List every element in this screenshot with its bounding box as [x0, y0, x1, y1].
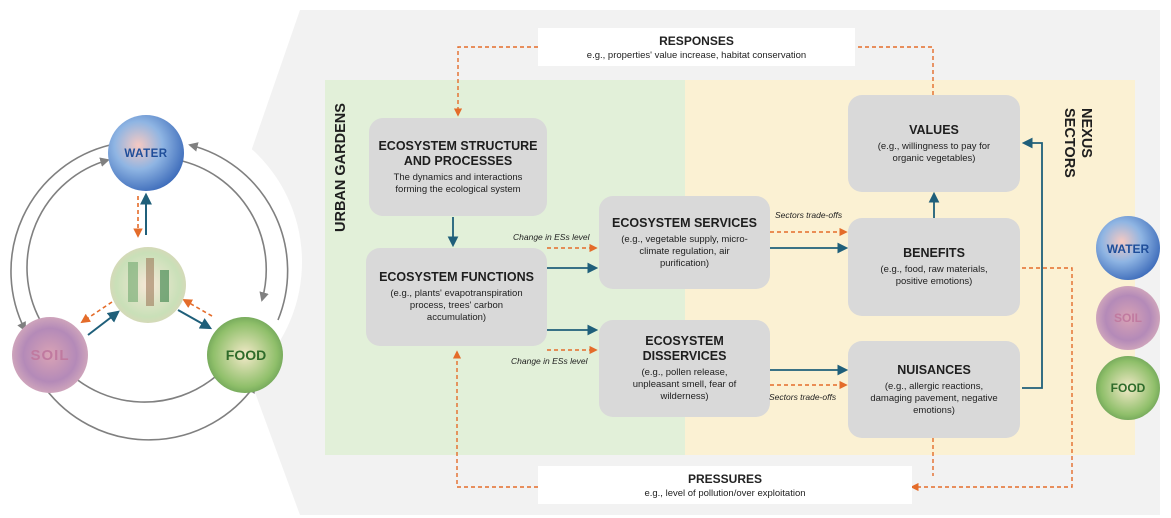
structure-title-2: AND PROCESSES — [403, 153, 513, 168]
food-label: FOOD — [225, 347, 267, 363]
functions-detail-1: (e.g., plants' evapotranspiration — [390, 288, 523, 299]
soil-label: SOIL — [30, 347, 70, 364]
nuisances-detail-2: damaging pavement, negative — [870, 392, 998, 404]
pressures-box: PRESSURES e.g., level of pollution/over … — [538, 466, 912, 504]
structure-detail-2: forming the ecological system — [395, 183, 521, 195]
services-detail-1: (e.g., vegetable supply, micro- — [621, 233, 748, 245]
services-title: ECOSYSTEM SERVICES — [612, 215, 757, 230]
sectors-tradeoffs-bottom: Sectors trade-offs — [769, 392, 837, 402]
soil-label-right: SOIL — [1113, 311, 1142, 325]
water-label: WATER — [124, 148, 168, 160]
ecosystem-structure-box: ECOSYSTEM STRUCTURE AND PROCESSES The dy… — [369, 118, 547, 216]
nuisances-detail-3: emotions) — [913, 404, 955, 416]
responses-box: RESPONSES e.g., properties' value increa… — [538, 28, 855, 66]
benefits-detail-2: positive emotions) — [895, 276, 973, 287]
urban-gardens-label: URBAN GARDENS — [333, 103, 349, 232]
flow-arrows — [447, 137, 1043, 389]
disservices-title-1: ECOSYSTEM — [645, 334, 724, 348]
structure-title-1: ECOSYSTEM STRUCTURE — [378, 138, 538, 153]
nuisances-title: NUISANCES — [897, 362, 971, 377]
values-title: VALUES — [909, 122, 959, 137]
ecosystem-disservices-box: ECOSYSTEM DISSERVICES (e.g., pollen rele… — [599, 320, 770, 417]
food-circle-right — [1096, 356, 1160, 420]
values-detail-2: organic vegetables) — [892, 152, 976, 164]
food-label-right: FOOD — [1110, 381, 1146, 395]
change-es-level-bottom: Change in ESs level — [511, 356, 588, 366]
pressures-title: PRESSURES — [687, 472, 763, 486]
nexus-cycle — [10, 142, 289, 441]
structure-detail-1: The dynamics and interactions — [393, 171, 523, 183]
water-label-right: WATER — [1106, 242, 1150, 256]
soil-circle-right — [1096, 286, 1160, 350]
services-detail-3: purification) — [659, 257, 710, 269]
water-circle — [108, 115, 184, 191]
ecosystem-services-box: ECOSYSTEM SERVICES (e.g., vegetable supp… — [599, 196, 770, 289]
nexus-label-line2: SECTORS — [1061, 108, 1077, 178]
pressures-detail: e.g., level of pollution/over exploitati… — [644, 488, 806, 499]
values-box: VALUES (e.g., willingness to pay for org… — [848, 95, 1020, 192]
responses-detail: e.g., properties' value increase, habita… — [586, 50, 807, 61]
functions-detail-3: accumulation) — [426, 312, 487, 323]
nexus-sectors-label: NEXUS SECTORS — [1060, 108, 1094, 178]
responses-title: RESPONSES — [659, 34, 734, 48]
water-circle-right — [1096, 216, 1160, 280]
services-detail-2: climate regulation, air — [639, 245, 730, 257]
disservices-detail-1: (e.g., pollen release, — [641, 367, 728, 378]
food-circle — [207, 317, 283, 393]
feedback-arrows — [452, 46, 1073, 492]
disservices-title-2: DISSERVICES — [642, 349, 727, 363]
soil-circle — [12, 317, 88, 393]
benefits-detail-1: (e.g., food, raw materials, — [880, 264, 988, 275]
nexus-inner-arrows — [80, 192, 213, 336]
values-detail-1: (e.g., willingness to pay for — [877, 140, 991, 152]
benefits-title: BENEFITS — [903, 246, 965, 260]
benefits-box: BENEFITS (e.g., food, raw materials, pos… — [848, 218, 1020, 316]
nuisances-detail-1: (e.g., allergic reactions, — [884, 380, 984, 392]
nexus-label-line1: NEXUS — [1078, 108, 1094, 158]
disservices-detail-3: wilderness) — [660, 391, 709, 402]
ecosystem-functions-box: ECOSYSTEM FUNCTIONS (e.g., plants' evapo… — [366, 248, 547, 346]
sectors-tradeoffs-top: Sectors trade-offs — [775, 210, 843, 220]
disservices-detail-2: unpleasant smell, fear of — [632, 379, 737, 390]
nuisances-box: NUISANCES (e.g., allergic reactions, dam… — [848, 341, 1020, 438]
functions-detail-2: process, trees' carbon — [409, 300, 504, 311]
functions-title: ECOSYSTEM FUNCTIONS — [379, 270, 534, 284]
change-es-level-top: Change in ESs level — [513, 232, 590, 242]
